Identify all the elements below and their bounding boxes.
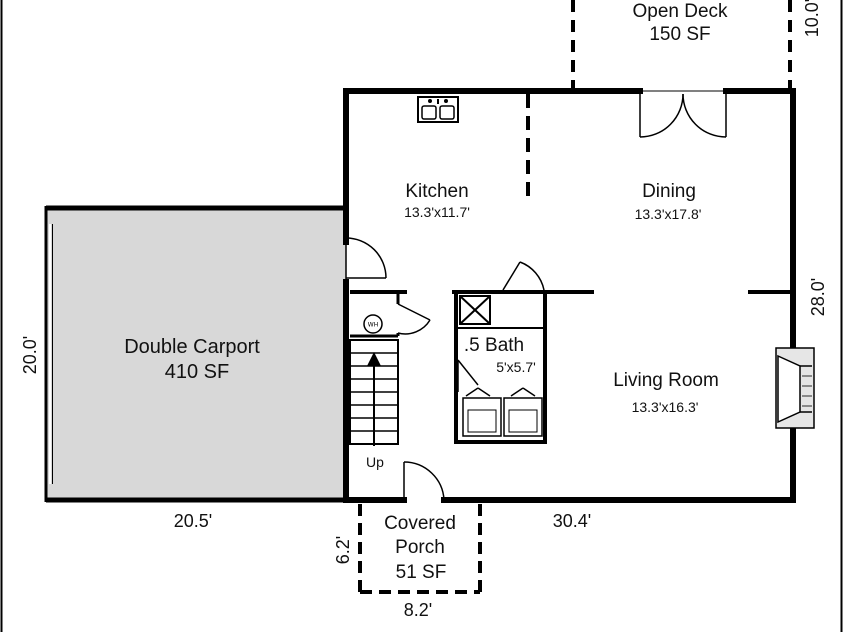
open-deck-area: 150 SF [649, 24, 710, 45]
double-carport-name: Double Carport [124, 336, 260, 358]
half-bath-dims: 5'x5.7' [496, 359, 536, 375]
covered-porch-outline [358, 504, 482, 594]
dining-name: Dining [642, 181, 696, 202]
double-carport [44, 205, 346, 503]
living-room-name: Living Room [613, 370, 719, 391]
closet-door-icon [397, 303, 431, 335]
carport-width-dimension: 20.5' [174, 511, 212, 531]
living-room-dims: 13.3'x16.3' [632, 399, 699, 415]
interior-walls [350, 94, 793, 444]
french-door-icon [639, 90, 727, 138]
double-carport-area: 410 SF [165, 361, 229, 383]
kitchen-dims: 13.3'x11.7' [404, 204, 470, 220]
front-door-icon [403, 461, 445, 501]
dining-dims: 13.3'x17.8' [635, 206, 702, 222]
carport-depth-dimension: 20.0' [20, 336, 40, 374]
bath-door-icon [457, 261, 545, 392]
bath-closet-icon [459, 295, 491, 325]
house-width-dimension: 30.4' [553, 511, 591, 531]
porch-width-dimension: 8.2' [404, 600, 432, 620]
water-heater-icon: WH [363, 314, 383, 334]
carport-door-icon [345, 237, 387, 282]
bath-vanity-icon [462, 387, 543, 437]
half-bath-name: .5 Bath [464, 335, 524, 356]
staircase [349, 339, 399, 446]
covered-porch-area: 51 SF [396, 562, 447, 583]
exterior-walls [343, 88, 796, 503]
porch-depth-dimension: 6.2' [333, 536, 353, 564]
fireplace-icon [775, 347, 815, 429]
stairs-up-label: Up [366, 454, 384, 470]
svg-text:WH: WH [368, 322, 378, 329]
kitchen-sink-icon [417, 96, 459, 123]
covered-porch-name-line1: Covered [384, 513, 456, 534]
deck-depth-dimension: 10.0' [802, 0, 822, 37]
open-deck-outline [571, 0, 792, 88]
covered-porch-name-line2: Porch [395, 537, 445, 558]
house-depth-dimension: 28.0' [808, 278, 828, 316]
kitchen-name: Kitchen [405, 181, 468, 202]
open-deck-name: Open Deck [632, 1, 728, 22]
